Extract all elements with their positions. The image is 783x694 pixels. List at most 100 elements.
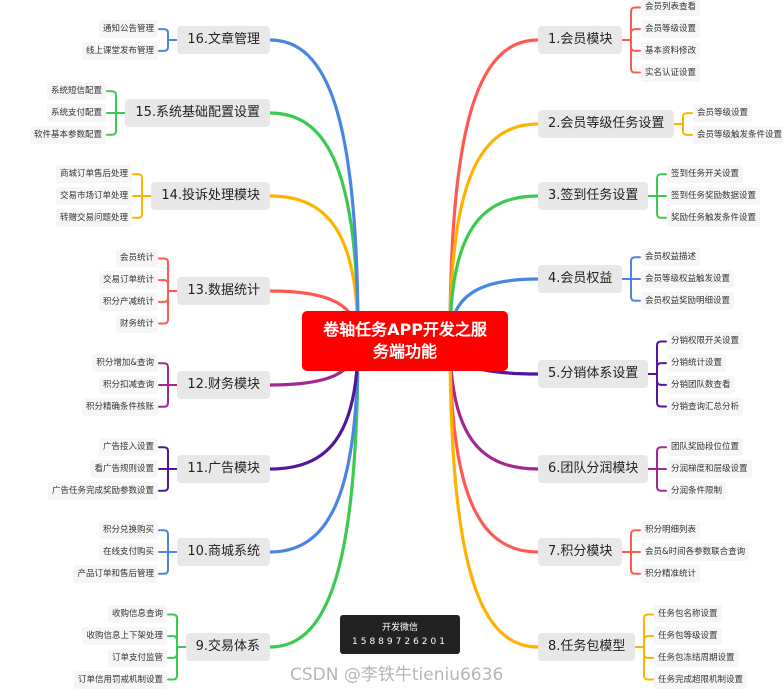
leaf-item[interactable]: 分润梯度和层级设置 — [667, 460, 752, 478]
wechat-contact-box: 开发微信 15889726201 — [340, 615, 460, 654]
branch-connector-3 — [448, 194, 540, 342]
wechat-label: 开发微信 — [381, 622, 418, 633]
branch-node-14[interactable]: 14.投诉处理模块 — [151, 182, 270, 210]
central-topic-line1: 卷轴任务APP开发之服 — [323, 320, 487, 339]
bracket-arm — [643, 613, 654, 648]
leaf-item[interactable]: 分销权限开关设置 — [667, 332, 744, 351]
leaf-item[interactable]: 任务包等级设置 — [654, 627, 722, 646]
leaf-item[interactable]: 积分精准统计 — [641, 564, 701, 583]
leaf-item[interactable]: 奖励任务触发条件设置 — [667, 208, 761, 227]
bracket-arm — [630, 256, 641, 280]
leaf-item[interactable]: 分销查询汇总分析 — [667, 397, 744, 416]
leaf-item[interactable]: 分销团队数查看 — [667, 375, 735, 394]
leaf-item[interactable]: 会员等级设置 — [641, 20, 701, 39]
leaf-item[interactable]: 会员列表查看 — [641, 0, 701, 17]
branch-node-5[interactable]: 5.分销体系设置 — [538, 360, 649, 388]
bracket-arm — [682, 112, 693, 125]
leaf-item[interactable]: 实名认证设置 — [641, 63, 701, 82]
leaf-item[interactable]: 线上课堂发布管理 — [81, 41, 158, 60]
bracket-arm — [630, 6, 641, 41]
leaf-item[interactable]: 商城订单售后处理 — [55, 165, 132, 184]
leaf-item[interactable]: 系统短信配置 — [46, 82, 106, 101]
leaf-item[interactable]: 基本资料修改 — [641, 41, 701, 60]
leaf-item[interactable]: 会员权益奖励明细设置 — [641, 291, 735, 310]
leaf-item[interactable]: 会员权益描述 — [641, 248, 701, 267]
branch-node-10[interactable]: 10.商城系统 — [177, 538, 270, 566]
leaf-item[interactable]: 积分扣减查询 — [98, 376, 158, 394]
branch-node-2[interactable]: 2.会员等级任务设置 — [538, 110, 675, 138]
leaf-item[interactable]: 转赠交易问题处理 — [55, 208, 132, 227]
branch-node-6[interactable]: 6.团队分润模块 — [538, 455, 649, 483]
branch-node-9[interactable]: 9.交易体系 — [185, 633, 270, 661]
branch-node-3[interactable]: 3.签到任务设置 — [538, 182, 649, 210]
bracket-arm — [167, 635, 178, 648]
bracket-arm — [656, 340, 667, 375]
leaf-item[interactable]: 签到任务奖励数据设置 — [667, 187, 761, 205]
leaf-item[interactable]: 通知公告管理 — [98, 20, 158, 39]
branch-node-4[interactable]: 4.会员权益 — [538, 265, 623, 293]
leaf-item[interactable]: 交易市场订单处理 — [55, 187, 132, 205]
bracket-arm — [158, 39, 169, 52]
bracket-arm — [643, 646, 654, 681]
bracket-arm — [656, 373, 667, 386]
leaf-item[interactable]: 积分精确条件核账 — [81, 397, 158, 416]
leaf-item[interactable]: 订单支付监管 — [107, 648, 167, 667]
branch-node-12[interactable]: 12.财务模块 — [177, 371, 270, 399]
leaf-item[interactable]: 签到任务开关设置 — [667, 165, 744, 184]
leaf-item[interactable]: 团队奖励段位位置 — [667, 438, 744, 457]
leaf-item[interactable]: 会员统计 — [115, 249, 158, 268]
bracket-arm — [132, 173, 143, 197]
leaf-item[interactable]: 交易订单统计 — [98, 271, 158, 290]
bracket-arm — [158, 384, 169, 408]
leaf-item[interactable]: 分销统计设置 — [667, 354, 727, 373]
leaf-item[interactable]: 广告任务完成奖励参数设置 — [47, 481, 158, 500]
bracket-arm — [656, 446, 667, 470]
leaf-item[interactable]: 积分明细列表 — [641, 521, 701, 540]
leaf-item[interactable]: 财务统计 — [115, 314, 158, 333]
leaf-item[interactable]: 在线支付购买 — [98, 543, 158, 561]
bracket-arm — [656, 373, 667, 408]
branch-node-16[interactable]: 16.文章管理 — [177, 26, 270, 54]
bracket-arm — [158, 551, 169, 575]
branch-node-13[interactable]: 13.数据统计 — [177, 277, 270, 305]
leaf-item[interactable]: 任务包冻结周期设置 — [654, 648, 739, 667]
leaf-item[interactable]: 会员等级设置 — [693, 104, 753, 123]
leaf-item[interactable]: 系统支付配置 — [46, 104, 106, 122]
watermark: CSDN @李铁牛tieniu6636 — [290, 665, 504, 685]
leaf-item[interactable]: 订单信用罚戒机制设置 — [73, 670, 167, 689]
branch-node-8[interactable]: 8.任务包模型 — [538, 633, 636, 661]
bracket-arm — [682, 123, 693, 136]
branch-node-7[interactable]: 7.积分模块 — [538, 538, 623, 566]
bracket-arm — [106, 112, 117, 136]
leaf-item[interactable]: 积分增加&查询 — [92, 354, 158, 373]
bracket-arm — [630, 529, 641, 553]
leaf-item[interactable]: 广告接入设置 — [98, 438, 158, 457]
branch-connector-2 — [448, 122, 540, 342]
branch-node-1[interactable]: 1.会员模块 — [538, 26, 623, 54]
branch-node-11[interactable]: 11.广告模块 — [177, 455, 270, 483]
leaf-item[interactable]: 会员等级权益触发设置 — [641, 270, 735, 288]
branch-connector-16 — [268, 38, 360, 342]
leaf-item[interactable]: 收购信息查询 — [107, 605, 167, 624]
leaf-item[interactable]: 会员等级触发条件设置 — [693, 125, 783, 144]
leaf-item[interactable]: 分润条件限制 — [667, 481, 727, 500]
branch-node-15[interactable]: 15.系统基础配置设置 — [125, 99, 270, 127]
bracket-arm — [158, 257, 169, 292]
leaf-item[interactable]: 任务包名称设置 — [654, 605, 722, 624]
leaf-item[interactable]: 任务完成超限机制设置 — [654, 670, 748, 689]
branch-connector-1 — [448, 38, 540, 342]
bracket-arm — [656, 362, 667, 375]
branch-connector-8 — [448, 338, 540, 649]
leaf-item[interactable]: 积分兑换购买 — [98, 521, 158, 540]
leaf-item[interactable]: 软件基本参数配置 — [29, 125, 106, 144]
bracket-arm — [643, 635, 654, 648]
bracket-arm — [630, 39, 641, 74]
leaf-item[interactable]: 会员&时间各参数联合查询 — [641, 543, 750, 561]
leaf-item[interactable]: 看广告规则设置 — [90, 460, 158, 478]
leaf-item[interactable]: 积分产减统计 — [98, 292, 158, 311]
leaf-item[interactable]: 收购信息上下架处理 — [82, 627, 167, 646]
central-topic[interactable]: 卷轴任务APP开发之服 务端功能 — [302, 311, 508, 371]
leaf-item[interactable]: 产品订单和售后管理 — [73, 564, 158, 583]
bracket-arm — [630, 278, 641, 302]
